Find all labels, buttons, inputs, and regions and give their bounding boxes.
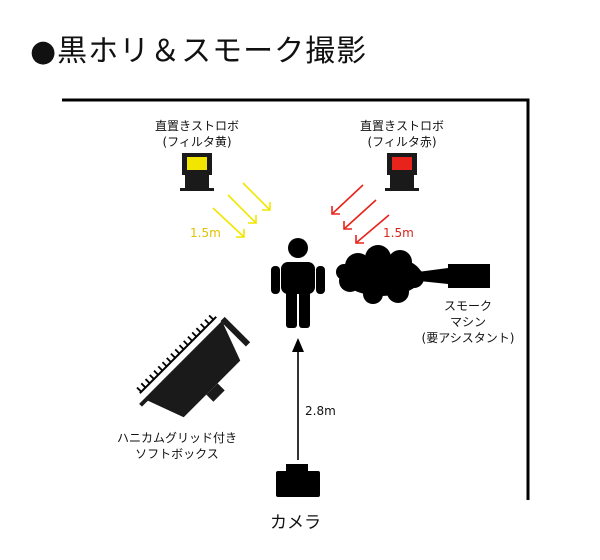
strobe-yellow-line2: (フィルタ黄)	[162, 135, 232, 149]
strobe-yellow-icon	[180, 153, 214, 191]
strobe-yellow-label: 直置きストロボ (フィルタ黄)	[140, 118, 254, 150]
smoke-machine-icon	[410, 264, 490, 288]
softbox-icon	[136, 314, 251, 418]
camera-label: カメラ	[270, 513, 321, 533]
subject-person-icon	[271, 238, 325, 328]
strobe-red-label: 直置きストロボ (フィルタ赤)	[345, 118, 459, 150]
distance-camera: 2.8m	[305, 404, 336, 418]
strobe-red-line2: (フィルタ赤)	[367, 135, 437, 149]
camera-direction-arrow	[292, 338, 304, 460]
camera-icon	[276, 464, 320, 497]
light-arrows-yellow	[212, 182, 271, 238]
smoke-machine-label: スモーク マシン (要アシスタント)	[408, 298, 528, 346]
page-title: ●黒ホリ＆スモーク撮影	[30, 34, 368, 69]
strobe-red-icon	[385, 153, 419, 191]
softbox-line2: ソフトボックス	[135, 447, 219, 461]
softbox-line1: ハニカムグリッド付き	[116, 431, 237, 445]
softbox-label: ハニカムグリッド付き ソフトボックス	[104, 430, 250, 462]
distance-yellow: 1.5m	[190, 226, 221, 240]
studio-wall	[62, 98, 530, 500]
strobe-yellow-line1: 直置きストロボ	[154, 119, 239, 133]
smoke-machine-line2: マシン	[449, 315, 486, 329]
smoke-machine-line3: (要アシスタント)	[421, 331, 515, 345]
smoke-machine-line1: スモーク	[443, 299, 492, 313]
distance-red: 1.5m	[383, 226, 414, 240]
light-arrows-red	[331, 184, 390, 244]
strobe-red-line1: 直置きストロボ	[359, 119, 444, 133]
